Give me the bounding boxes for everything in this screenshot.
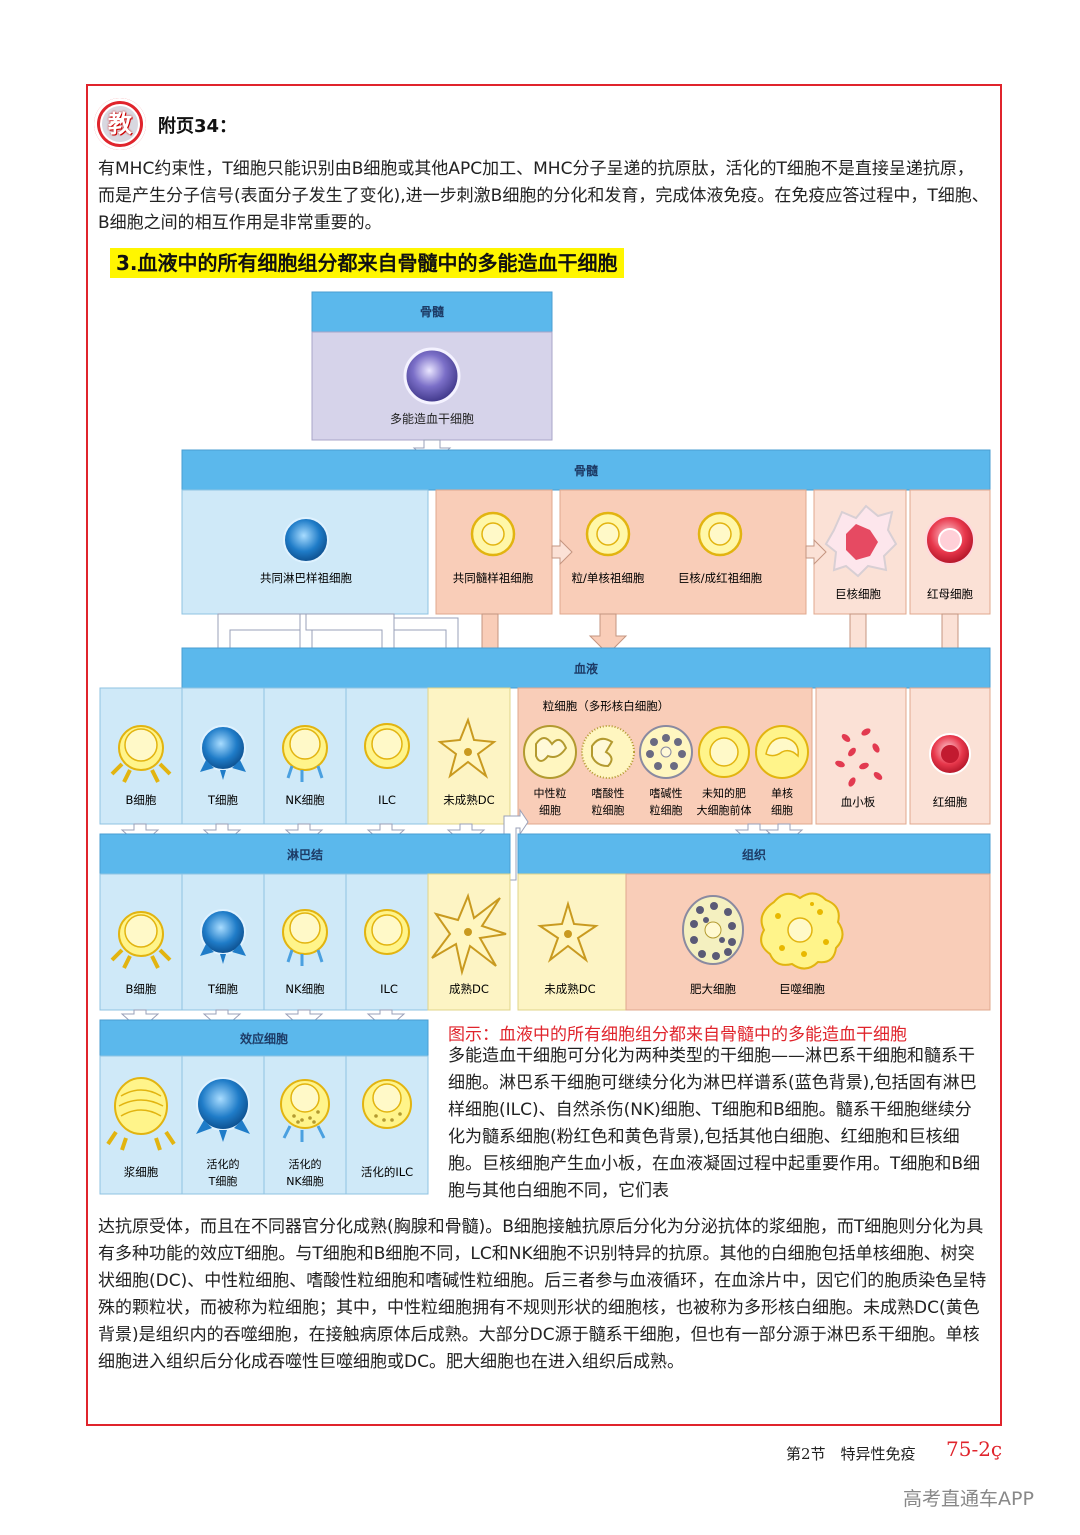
mast-precursor-label-2: 大细胞前体: [697, 803, 752, 817]
granulocytes-header: 粒细胞（多形核白细胞）: [543, 699, 670, 713]
activated-t-label-2: T细胞: [208, 1175, 238, 1188]
bone-marrow-top-header: 骨髓: [420, 304, 445, 319]
plasma-cell-label: 浆细胞: [124, 1165, 159, 1179]
body-paragraph: 达抗原受体，而且在不同器官分化成熟(胸腺和骨髓)。B细胞接触抗原后分化为分泌抗体…: [98, 1217, 987, 1372]
ilc-label: ILC: [378, 793, 396, 807]
appendix-label: 附页34：: [158, 116, 238, 137]
erythrocyte-label: 红细胞: [933, 795, 968, 809]
intro-paragraph: 有MHC约束性，T细胞只能识别由B细胞或其他APC加工、MHC分子呈递的抗原肽，…: [98, 159, 989, 233]
common-lymphoid-cell-icon: [283, 517, 329, 563]
megakaryocyte-label: 巨核细胞: [835, 587, 881, 601]
monocyte-label-1: 单核: [771, 786, 793, 800]
tissue-header: 组织: [742, 847, 766, 862]
t-cell-label: T细胞: [207, 793, 239, 807]
bone-marrow-header: 骨髓: [574, 463, 599, 478]
ilc-icon: [364, 723, 410, 769]
activated-t-label-1: 活化的: [207, 1157, 240, 1171]
monocyte-icon: [755, 725, 809, 779]
figure-caption-title: 图示：血液中的所有细胞组分都来自骨髓中的多能造血干细胞: [448, 1025, 907, 1045]
b-cell-label: B细胞: [126, 793, 157, 807]
basophil-label-1: 嗜碱性: [650, 786, 683, 800]
basophil-icon: [639, 725, 693, 779]
neutrophil-icon: [523, 725, 577, 779]
macrophage-icon: [760, 892, 844, 970]
mast-precursor-label-1: 未知的肥: [702, 786, 746, 800]
section-title: 3.血液中的所有细胞组分都来自骨髓中的多能造血干细胞: [110, 248, 624, 278]
basophil-label-2: 粒细胞: [650, 803, 683, 817]
activated-ilc-label: 活化的ILC: [361, 1165, 413, 1179]
eosinophil-icon: [581, 725, 635, 779]
immature-dc-label: 未成熟DC: [443, 793, 494, 807]
nk-cell-icon: [282, 725, 328, 782]
ln-t-cell-icon: [200, 909, 246, 964]
effector-header: 效应细胞: [240, 1031, 288, 1046]
activated-t-cell-icon: [196, 1077, 250, 1142]
neutrophil-label-1: 中性粒: [534, 786, 567, 800]
t-cell-icon: [200, 725, 246, 780]
activated-nk-cell-icon: [280, 1079, 330, 1142]
immature-dc-icon: [437, 716, 497, 779]
mega-ery-label: 巨核/成红祖细胞: [678, 571, 763, 585]
figure-caption-text: 多能造血干细胞可分化为两种类型的干细胞——淋巴系干细胞和髓系干细胞。淋巴系干细胞…: [448, 1046, 981, 1201]
ln-ilc-label: ILC: [380, 982, 398, 996]
mature-dc-label: 成熟DC: [449, 982, 489, 996]
monocyte-label-2: 细胞: [771, 804, 793, 817]
stem-cell-label: 多能造血干细胞: [390, 412, 474, 426]
watermark: 高考直通车APP: [903, 1488, 1034, 1510]
ln-t-cell-label: T细胞: [207, 982, 239, 996]
page-frame: [86, 84, 1002, 1426]
platelets-label: 血小板: [841, 795, 876, 809]
activated-nk-label-1: 活化的: [289, 1157, 322, 1171]
ln-nk-cell-label: NK细胞: [285, 982, 325, 996]
platelets-icon: [835, 728, 883, 787]
erythrocyte-icon: [929, 733, 971, 775]
plasma-cell-icon: [106, 1077, 176, 1151]
ln-b-cell-label: B细胞: [126, 982, 157, 996]
mast-precursor-icon: [698, 726, 750, 778]
erythroblast-label: 红母细胞: [927, 587, 973, 601]
gran-mono-label: 粒/单核祖细胞: [572, 571, 645, 585]
ln-nk-cell-icon: [282, 909, 328, 966]
eosinophil-label-2: 粒细胞: [592, 803, 625, 817]
macrophage-label: 巨噬细胞: [779, 982, 825, 996]
stem-cell-icon: [403, 347, 461, 405]
nk-cell-label: NK细胞: [285, 793, 325, 807]
blood-header: 血液: [574, 661, 598, 676]
badge-char: 教: [100, 104, 140, 144]
b-cell-icon: [110, 725, 172, 783]
common-myeloid-label: 共同髓样祖细胞: [453, 571, 534, 585]
ln-b-cell-icon: [110, 911, 172, 969]
footer-page-number: 75-2ç: [946, 1437, 1003, 1461]
footer-section: 第2节 特异性免疫: [786, 1445, 916, 1463]
common-lymphoid-label: 共同淋巴样祖细胞: [260, 571, 352, 585]
tissue-immature-dc-label: 未成熟DC: [544, 982, 595, 996]
eosinophil-label-1: 嗜酸性: [592, 786, 625, 800]
teacher-badge-icon: 教: [94, 98, 146, 150]
mast-cell-icon: [682, 895, 744, 965]
ln-ilc-icon: [364, 909, 410, 955]
lymph-node-header: 淋巴结: [287, 847, 323, 862]
activated-nk-label-2: NK细胞: [286, 1175, 323, 1188]
mast-cell-label: 肥大细胞: [690, 982, 736, 996]
neutrophil-label-2: 细胞: [539, 804, 561, 817]
activated-ilc-icon: [362, 1079, 412, 1129]
